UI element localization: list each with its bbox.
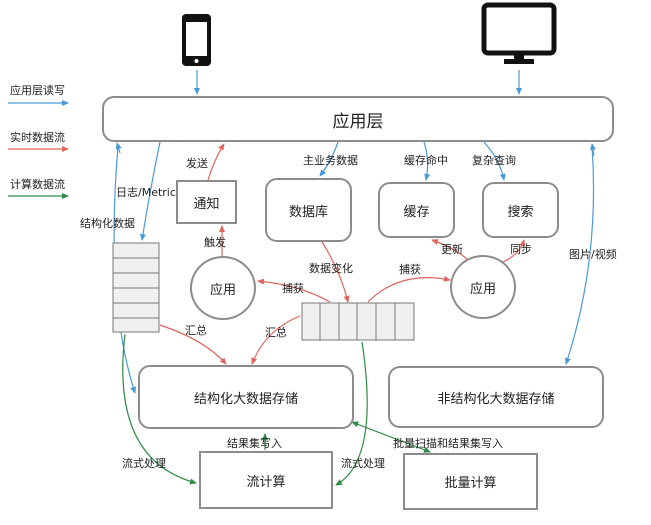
- arrow-data-change: [321, 241, 350, 303]
- arrow-cache-hit: [423, 141, 431, 181]
- label-main-data: 主业务数据: [303, 154, 358, 167]
- label-batch-scan: 批量扫描和结果集写入: [393, 437, 503, 450]
- arrow-capture-right: [367, 275, 451, 303]
- desktop-monitor-icon: [481, 2, 557, 64]
- batch-compute-box: 批量计算: [403, 453, 538, 510]
- cache-box: 缓存: [378, 182, 455, 238]
- arrow-stream-left: [122, 333, 197, 485]
- label-log-metric: 日志/Metric: [116, 186, 176, 199]
- legend-compute: 计算数据流: [10, 178, 65, 191]
- structured-store-box: 结构化大数据存储: [138, 365, 354, 429]
- arrow-capture-left: [257, 278, 331, 303]
- arrow-structured-data-up: [115, 142, 122, 154]
- arrow-aggregate-mid: [251, 315, 301, 365]
- arrow-batch-scan: [351, 421, 431, 453]
- label-complex-query: 复杂查询: [472, 154, 516, 167]
- stream-compute-box: 流计算: [199, 451, 333, 509]
- app-left-circle: 应用: [190, 256, 256, 320]
- arrow-image-video-up: [590, 143, 596, 157]
- arrow-complex-query: [483, 141, 506, 181]
- label-stream-right: 流式处理: [341, 457, 385, 470]
- arrow-sync: [502, 239, 526, 263]
- label-send: 发送: [186, 157, 208, 170]
- arrow-image-video: [565, 145, 595, 365]
- label-structured-data: 结构化数据: [80, 217, 135, 230]
- notify-box: 通知: [176, 180, 237, 224]
- label-image-video: 图片/视频: [569, 248, 617, 261]
- app-right-circle: 应用: [450, 255, 516, 319]
- arrow-main-data: [319, 141, 339, 177]
- arrow-update: [431, 239, 469, 261]
- legend-app-rw: 应用层读写: [10, 84, 65, 97]
- arrow-send: [207, 143, 225, 181]
- label-update: 更新: [441, 243, 463, 256]
- database-box: 数据库: [265, 178, 352, 242]
- label-cache-hit: 缓存命中: [404, 154, 448, 167]
- structured-data-table-icon: [112, 242, 160, 333]
- arrow-aggregate-left: [159, 324, 227, 365]
- label-aggregate-left: 汇总: [185, 324, 207, 337]
- search-box: 搜索: [482, 182, 559, 238]
- label-capture-right: 捕获: [399, 263, 421, 276]
- label-capture-left: 捕获: [282, 282, 304, 295]
- message-queue-icon: [301, 302, 415, 341]
- label-trigger: 触发: [204, 236, 226, 249]
- label-stream-left: 流式处理: [122, 457, 166, 470]
- arrow-log-metric: [139, 141, 161, 241]
- label-result-write: 结果集写入: [227, 437, 282, 450]
- unstructured-store-box: 非结构化大数据存储: [388, 366, 604, 428]
- legend-realtime: 实时数据流: [10, 131, 65, 144]
- label-data-change: 数据变化: [309, 262, 353, 275]
- app-layer-box: 应用层: [102, 96, 614, 142]
- smartphone-icon: [182, 14, 211, 66]
- label-sync: 同步: [510, 243, 532, 256]
- label-aggregate-mid: 汇总: [265, 326, 287, 339]
